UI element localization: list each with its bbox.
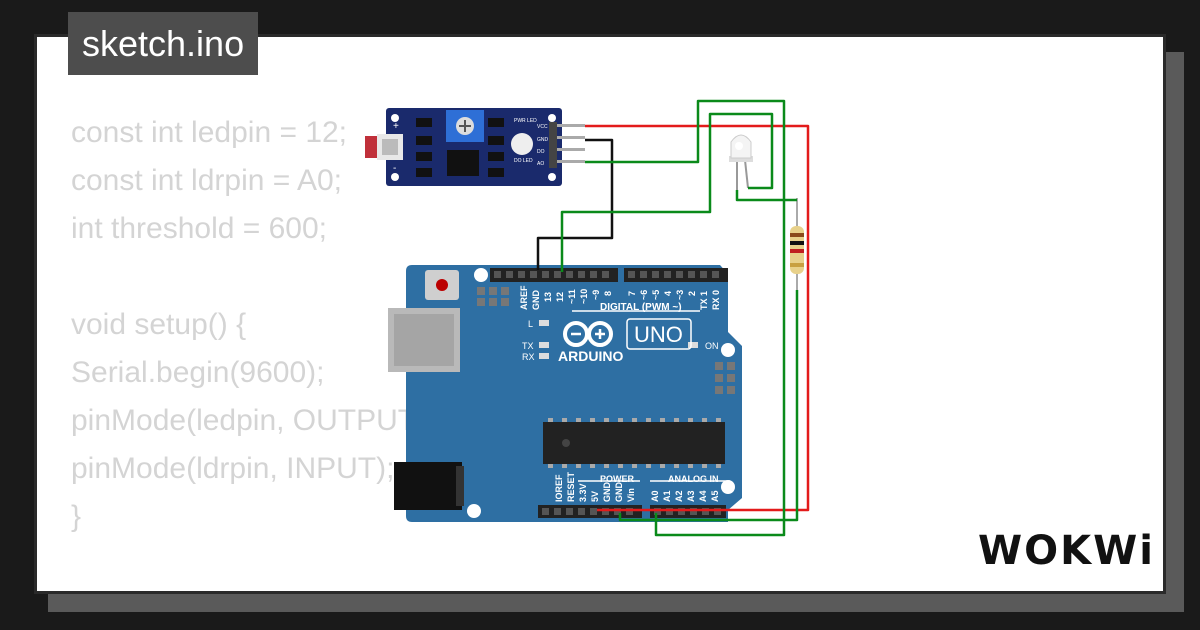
led-l	[539, 320, 549, 326]
module-minus-label: -	[393, 163, 396, 174]
pin-label-a4: A4	[698, 490, 708, 502]
led-rx	[539, 353, 549, 359]
pin-label-5v: 5V	[590, 491, 600, 502]
led-label-rx: RX	[522, 352, 535, 362]
digital-header-label: DIGITAL (PWM ~)	[600, 302, 682, 313]
pin-label-a5: A5	[710, 490, 720, 502]
led-on	[688, 342, 698, 348]
do-led-label: DO LED	[514, 158, 533, 164]
pin-label-tx1: TX 1	[699, 291, 709, 310]
wire-gnd	[536, 138, 614, 270]
reset-button-cap[interactable]	[436, 279, 448, 291]
code-line: }	[71, 500, 82, 533]
wire-ao-a0	[585, 99, 786, 537]
pin-label-reset: RESET	[566, 471, 576, 502]
ldr-sensor-module[interactable]: + - PWR LED DO LED VCC GND DO AO	[365, 108, 585, 186]
power-header-label: POWER	[600, 474, 635, 484]
sketch-filename[interactable]: sketch.ino	[68, 12, 259, 75]
wire-resistor-gnd	[618, 290, 799, 522]
pin-label-3: ~3	[675, 290, 685, 300]
pin-label-6: ~6	[639, 290, 649, 300]
pin-label-a3: A3	[686, 490, 696, 502]
analog-header-label: ANALOG IN	[668, 474, 719, 484]
code-line: const int ledpin = 12;	[71, 116, 348, 149]
code-line: pinMode(ldrpin, INPUT);	[71, 452, 395, 485]
led-label-tx: TX	[522, 341, 534, 351]
wokwi-logo: WOKWi	[978, 528, 1155, 574]
wire-pin12-led	[560, 112, 774, 272]
pin-label-a2: A2	[674, 490, 684, 502]
module-pin-vcc: VCC	[537, 124, 548, 130]
arduino-uno-board[interactable]: AREF GND 13 12 ~11 ~10 ~9 8 7 ~6 ~5 4 ~3…	[388, 265, 742, 522]
pin-label-4: 4	[663, 291, 673, 296]
pin-label-12: 12	[555, 292, 565, 302]
module-pin-ao: AO	[537, 161, 544, 167]
pin-label-gnd: GND	[531, 290, 541, 311]
code-line: void setup() {	[71, 308, 247, 341]
pin-label-rx0: RX 0	[711, 290, 721, 310]
pin-label-9: ~9	[591, 290, 601, 300]
led-tx	[539, 342, 549, 348]
pin-label-aref: AREF	[519, 285, 529, 310]
pin-label-13: 13	[543, 292, 553, 302]
pin-label-gnd-2: GND	[614, 482, 624, 503]
microcontroller-chip	[543, 422, 725, 464]
pin-label-7: 7	[627, 291, 637, 296]
module-plus-label: +	[393, 121, 399, 132]
pin-label-2: 2	[687, 291, 697, 296]
photoresistor-icon	[365, 136, 377, 158]
pin-label-10: ~10	[579, 289, 589, 304]
wires	[536, 99, 810, 537]
pin-label-gnd-1: GND	[602, 482, 612, 503]
code-line: int threshold = 600;	[71, 212, 328, 245]
pin-label-8: 8	[603, 291, 613, 296]
comparator-chip	[447, 150, 479, 176]
arduino-logo-icon	[563, 321, 613, 347]
model-name: UNO	[634, 322, 683, 347]
pin-label-5: ~5	[651, 290, 661, 300]
wire-vcc-5v	[585, 124, 810, 512]
white-led[interactable]	[729, 134, 753, 190]
power-jack	[394, 462, 462, 510]
module-pin-gnd: GND	[537, 137, 549, 143]
module-led	[511, 133, 533, 155]
pin-label-3v3: 3.3V	[578, 483, 588, 502]
code-line: Serial.begin(9600);	[71, 356, 325, 389]
pin-label-vin: Vin	[626, 488, 636, 502]
resistor[interactable]	[790, 198, 804, 292]
wire-led-resistor	[735, 190, 797, 202]
pin-label-a1: A1	[662, 490, 672, 502]
pin-label-11: ~11	[567, 289, 577, 304]
power-on-label: ON	[705, 341, 719, 351]
arduino-logo-text: ARDUINO	[558, 348, 623, 364]
pin-label-a0: A0	[650, 490, 660, 502]
led-label-l: L	[528, 319, 533, 329]
code-line: const int ldrpin = A0;	[71, 164, 342, 197]
module-pin-do: DO	[537, 149, 545, 155]
pwr-led-label: PWR LED	[514, 118, 537, 124]
pin-label-ioref: IOREF	[554, 474, 564, 502]
